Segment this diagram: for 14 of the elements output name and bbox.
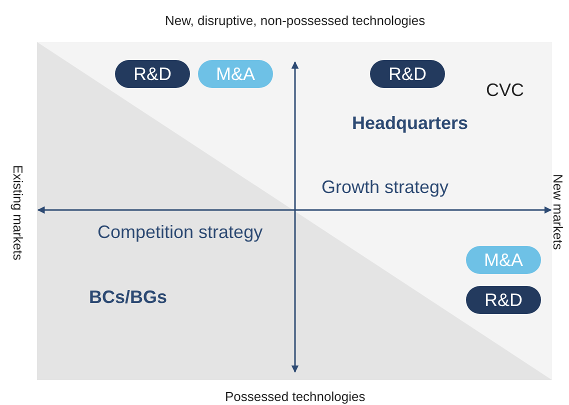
- axis-title: New markets: [550, 174, 566, 250]
- axis-title: Possessed technologies: [225, 388, 366, 404]
- axis-title: Existing markets: [10, 164, 26, 260]
- pill-label: R&D: [466, 286, 541, 314]
- axis-title: New, disruptive, non-possessed technologies: [165, 12, 426, 28]
- quadrant-label: CVC: [486, 80, 524, 100]
- pill-label: M&A: [198, 60, 273, 88]
- strategy-label: Competition strategy: [98, 222, 263, 242]
- pill-label: R&D: [370, 60, 445, 88]
- quadrant-label: Headquarters: [352, 112, 468, 134]
- pill-label: R&D: [115, 60, 190, 88]
- strategy-label: Growth strategy: [322, 176, 449, 198]
- pill-label: M&A: [466, 246, 541, 274]
- quadrant-label: BCs/BGs: [89, 286, 168, 308]
